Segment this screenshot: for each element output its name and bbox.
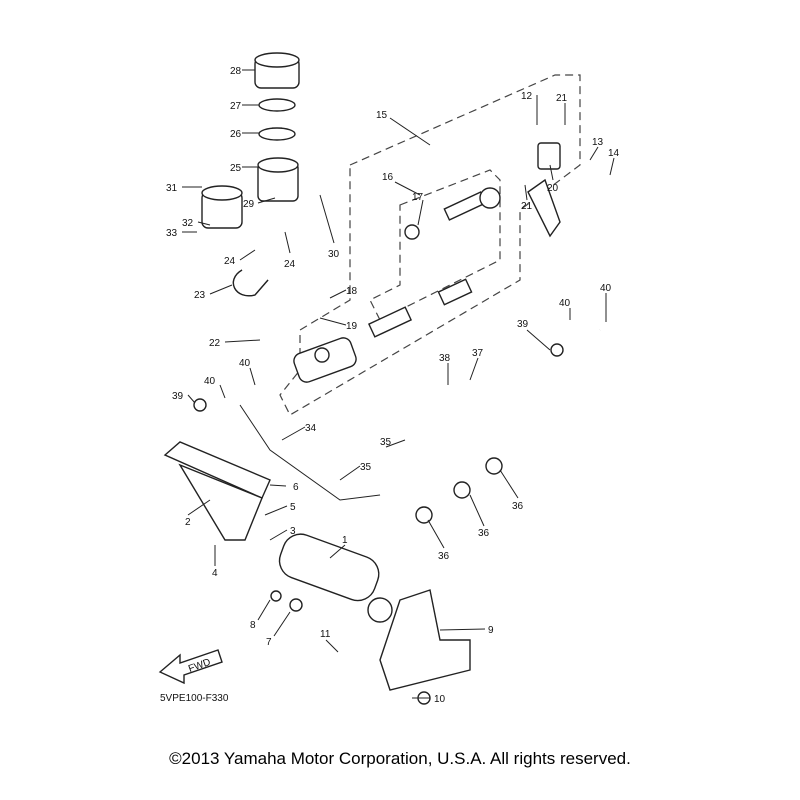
bolt-39b (550, 343, 564, 357)
callout: 5 (290, 502, 296, 513)
callout: 32 (182, 218, 194, 229)
fwd-arrow (158, 649, 223, 685)
callout: 19 (346, 321, 358, 332)
callout: 23 (194, 290, 206, 301)
callout: 25 (230, 163, 242, 174)
callout: 40 (559, 298, 571, 309)
callout: 13 (592, 137, 604, 148)
callout: 14 (608, 148, 620, 159)
callout: 21 (556, 93, 568, 104)
clamp-36a (415, 506, 433, 524)
callout: 7 (266, 637, 272, 648)
callout: 27 (230, 101, 242, 112)
callout: 6 (293, 482, 299, 493)
callout: 40 (239, 358, 251, 369)
leader-lines (182, 69, 615, 699)
pedal-arm (278, 533, 393, 623)
callout: 34 (305, 423, 317, 434)
bolt-39 (193, 398, 207, 412)
callout: 8 (250, 620, 256, 631)
reservoir-31 (201, 185, 243, 229)
callout: 4 (212, 568, 218, 579)
piston-kit (367, 187, 501, 338)
pushrod-link (527, 178, 561, 238)
brake-pipe (239, 404, 381, 501)
callout-labels: 28 27 26 25 31 29 32 33 30 24 24 23 15 1… (166, 66, 620, 705)
callout: 29 (243, 199, 255, 210)
callout: 12 (521, 91, 533, 102)
callout: 35 (360, 462, 372, 473)
callout: 36 (478, 528, 490, 539)
callout: 24 (284, 259, 296, 270)
callout: 21 (521, 201, 533, 212)
callout: 1 (342, 535, 348, 546)
callout: 36 (438, 551, 450, 562)
callout: 36 (512, 501, 524, 512)
callout: 10 (434, 694, 446, 705)
copyright-notice: ©2013 Yamaha Motor Corporation, U.S.A. A… (169, 749, 631, 768)
callout: 15 (376, 110, 388, 121)
callout: 39 (517, 319, 529, 330)
callout: 11 (320, 629, 331, 640)
diagram-code: 5VPE100-F330 (160, 693, 229, 704)
callout: 2 (185, 517, 191, 528)
clevis (537, 142, 561, 170)
callout: 26 (230, 129, 242, 140)
reservoir-hose (232, 269, 269, 297)
reservoir-tank (257, 157, 299, 202)
callout: 17 (412, 192, 424, 203)
callout: 30 (328, 249, 340, 260)
brake-pedal (163, 441, 271, 541)
diaphragm-plate (258, 98, 296, 112)
callout: 38 (439, 353, 451, 364)
callout: 40 (204, 376, 216, 387)
clamp-36b (453, 481, 471, 499)
callout: 31 (166, 183, 178, 194)
callout: 24 (224, 256, 236, 267)
callout: 39 (172, 391, 184, 402)
assembly-16-outline (369, 169, 501, 321)
reservoir-cap (254, 52, 300, 89)
bracket-9 (379, 589, 471, 691)
clamp-36c (485, 457, 503, 475)
callout: 9 (488, 625, 494, 636)
callout: 22 (209, 338, 221, 349)
callout: 18 (346, 286, 358, 297)
callout: 20 (547, 183, 559, 194)
callout: 16 (382, 172, 394, 183)
callout: 3 (290, 526, 296, 537)
assembly-15-outline (279, 74, 581, 416)
callout: 37 (472, 348, 484, 359)
washer-7 (289, 598, 303, 612)
diaphragm (258, 127, 296, 141)
master-cylinder (293, 337, 357, 383)
callout: 33 (166, 228, 178, 239)
circlip-8 (270, 590, 282, 602)
callout: 28 (230, 66, 242, 77)
callout: 35 (380, 437, 392, 448)
callout: 40 (600, 283, 612, 294)
